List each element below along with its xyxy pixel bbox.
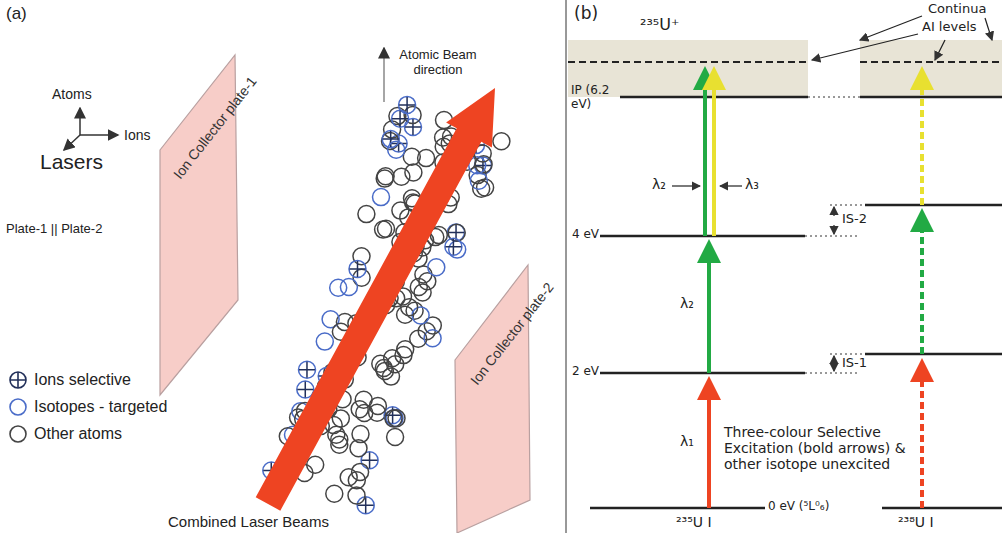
continuum	[860, 40, 1002, 97]
panel-b-label: ²³⁵U⁺	[640, 16, 679, 34]
panel-a-label: Ions	[124, 127, 150, 143]
panel-b-label: λ₂	[680, 295, 694, 311]
plate-shape	[451, 260, 535, 533]
panel-a-label: Atomic Beam direction	[392, 48, 484, 78]
beam-arrow	[383, 48, 385, 102]
axes	[64, 108, 118, 150]
panel-b-label: 0 eV (⁵L⁰₆)	[768, 500, 829, 514]
collector-plate: Ion Collector plate-2	[451, 260, 535, 533]
panel-a-label: Lasers	[40, 150, 103, 174]
panel-b-label: 2 eV	[572, 365, 599, 379]
panel-b-label: (b)	[574, 4, 598, 24]
legend-symbols	[10, 372, 26, 442]
panel-b-label: Continua	[928, 2, 986, 17]
panel-a-label: Combined Laser Beams	[166, 513, 331, 530]
panel-b-label: λ₁	[680, 433, 694, 449]
legend-entry: Isotopes - targeted	[34, 398, 167, 416]
collector-plate: Ion Collector plate-1	[156, 52, 242, 400]
unexcited-arrow	[920, 70, 924, 508]
pointer	[672, 16, 992, 186]
shift-bracket	[833, 207, 834, 371]
panel-divider	[566, 0, 567, 533]
panel-b-label: AI levels	[922, 20, 977, 35]
panel-b-label: Three-colour Selective Excitation (bold …	[724, 424, 910, 472]
panel-b-label: 4 eV	[572, 228, 599, 242]
panel-b-label: λ₃	[745, 176, 759, 192]
legend-entry: Other atoms	[34, 425, 122, 443]
panel-b-label: λ₂	[652, 176, 666, 192]
energy-level	[590, 97, 1002, 508]
legend-entry: Ions selective	[34, 371, 131, 389]
panel-a-label: Atoms	[52, 86, 92, 102]
excitation-arrow	[705, 70, 714, 508]
panel-b-label: IS-1	[842, 356, 867, 371]
dotted-link	[805, 97, 865, 373]
ai-level	[568, 61, 1002, 63]
panel-b-label: ²³⁸U I	[898, 514, 934, 530]
panel-a-label: Plate-1 || Plate-2	[6, 222, 102, 237]
panel-b-label: ²³⁵U I	[676, 514, 712, 530]
panel-a-label: (a)	[6, 4, 27, 24]
panel-b-label: IP (6.2 eV)	[571, 84, 617, 112]
panel-b-label: IS-2	[842, 212, 867, 227]
